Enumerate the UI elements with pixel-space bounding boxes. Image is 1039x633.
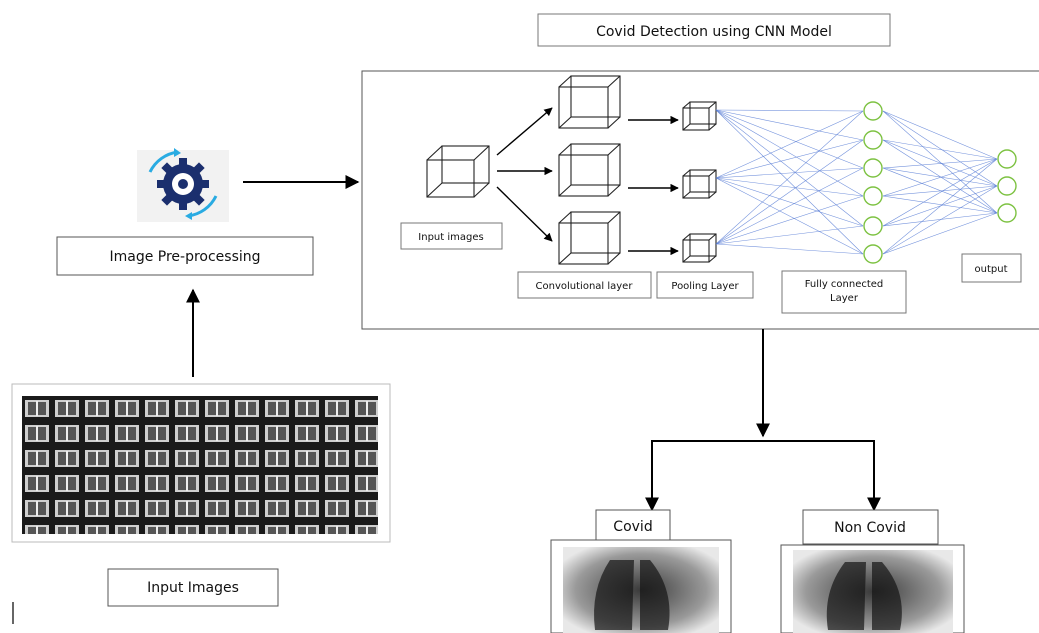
network-edge [882, 139, 998, 160]
network-edge [715, 167, 864, 245]
input-images-grid [11, 383, 391, 543]
network-edge [715, 177, 864, 255]
pool-cube-top [682, 101, 717, 131]
network-edge [882, 195, 998, 214]
hidden-neuron [863, 186, 883, 206]
preprocessing-label: Image Pre-processing [109, 249, 260, 265]
network-edge [882, 110, 998, 160]
network-edge [715, 110, 864, 245]
hidden-neuron [863, 101, 883, 121]
network-edge [882, 158, 998, 255]
network-edge [882, 185, 998, 227]
conv-cube-bottom [558, 211, 621, 265]
network-edge [882, 167, 998, 214]
network-edge [715, 109, 864, 169]
result-non-covid: Non Covid [780, 509, 965, 633]
network-edge [715, 109, 864, 141]
result-non-covid-label: Non Covid [834, 520, 906, 536]
network-edge [882, 158, 998, 197]
pooling-layer-tag: Pooling Layer [656, 271, 754, 299]
network-edge [715, 109, 864, 112]
hidden-neuron [863, 158, 883, 178]
hidden-neuron [863, 244, 883, 264]
network-edge [715, 110, 864, 179]
input-images-label: Input Images [147, 580, 239, 596]
input-images-box: Input Images [107, 568, 279, 607]
input-images-tag: Input images [400, 222, 503, 250]
network-edge [715, 109, 864, 227]
conv-cube-top [558, 75, 621, 129]
output-neuron [997, 149, 1017, 169]
pool-cube-bottom [682, 233, 717, 263]
network-edge [715, 225, 864, 245]
pool-cube-mid [682, 169, 717, 199]
result-covid-label: Covid [613, 519, 652, 535]
title-box: Covid Detection using CNN Model [537, 13, 891, 47]
network-edge [882, 212, 998, 227]
network-edge [882, 212, 998, 255]
svg-text:output: output [975, 264, 1008, 275]
network-edge [882, 158, 998, 169]
network-edge [715, 139, 864, 179]
diagram-title: Covid Detection using CNN Model [596, 24, 832, 40]
input-cube [426, 145, 490, 198]
gear-cycle-icon [137, 148, 229, 222]
network-edge [882, 110, 998, 187]
network-neurons [863, 101, 1017, 264]
network-edge [715, 139, 864, 245]
output-neuron [997, 176, 1017, 196]
output-tag: output [961, 253, 1022, 283]
network-edge [715, 167, 864, 179]
hidden-neuron [863, 130, 883, 150]
network-edge [715, 195, 864, 245]
hidden-neuron [863, 216, 883, 236]
svg-text:Convolutional layer: Convolutional layer [536, 281, 634, 292]
network-edge [715, 243, 864, 255]
network-edge [715, 109, 864, 255]
network-edge [882, 139, 998, 214]
network-edge [882, 185, 998, 255]
network-edge [715, 177, 864, 227]
network-edge [715, 109, 864, 197]
result-covid: Covid [550, 509, 732, 633]
conv-cube-mid [558, 143, 621, 197]
conv-layer-tag: Convolutional layer [517, 271, 652, 299]
network-edge [882, 139, 998, 187]
output-neuron [997, 203, 1017, 223]
results-branch [651, 440, 875, 508]
network-edge [882, 158, 998, 227]
network-connections [715, 109, 998, 255]
network-edge [882, 167, 998, 187]
svg-text:Pooling Layer: Pooling Layer [671, 281, 739, 292]
network-edge [882, 185, 998, 197]
network-edge [715, 177, 864, 197]
network-edge [882, 110, 998, 214]
svg-text:Input images: Input images [418, 232, 483, 243]
preprocessing-box: Image Pre-processing [56, 236, 314, 276]
